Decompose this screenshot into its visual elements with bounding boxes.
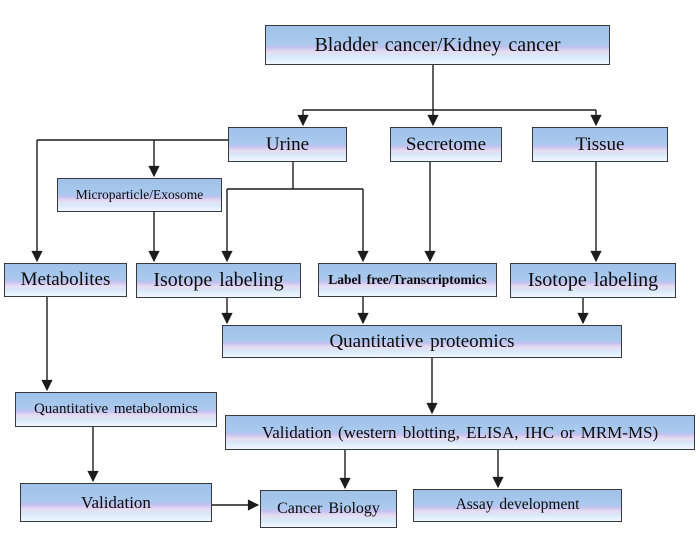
node-urine: Urine (228, 127, 347, 162)
node-isotope-labeling-urine: Isotope labeling (136, 263, 301, 298)
node-tissue: Tissue (532, 127, 668, 162)
node-metabolites: Metabolites (4, 263, 127, 297)
node-quantitative-proteomics: Quantitative proteomics (222, 325, 622, 358)
node-quantitative-metabolomics: Quantitative metabolomics (15, 392, 217, 427)
node-validation-methods: Validation (western blotting, ELISA, IHC… (225, 415, 695, 450)
node-assay-development: Assay development (413, 489, 622, 522)
node-cancer-biology: Cancer Biology (260, 490, 397, 528)
node-microparticle-exosome: Microparticle/Exosome (57, 178, 222, 212)
node-bladder-kidney-cancer: Bladder cancer/Kidney cancer (265, 25, 610, 65)
node-isotope-labeling-tissue: Isotope labeling (510, 263, 676, 298)
node-secretome: Secretome (390, 127, 502, 162)
node-label-free-transcriptomics: Label free/Transcriptomics (318, 263, 497, 297)
node-validation: Validation (20, 483, 212, 522)
